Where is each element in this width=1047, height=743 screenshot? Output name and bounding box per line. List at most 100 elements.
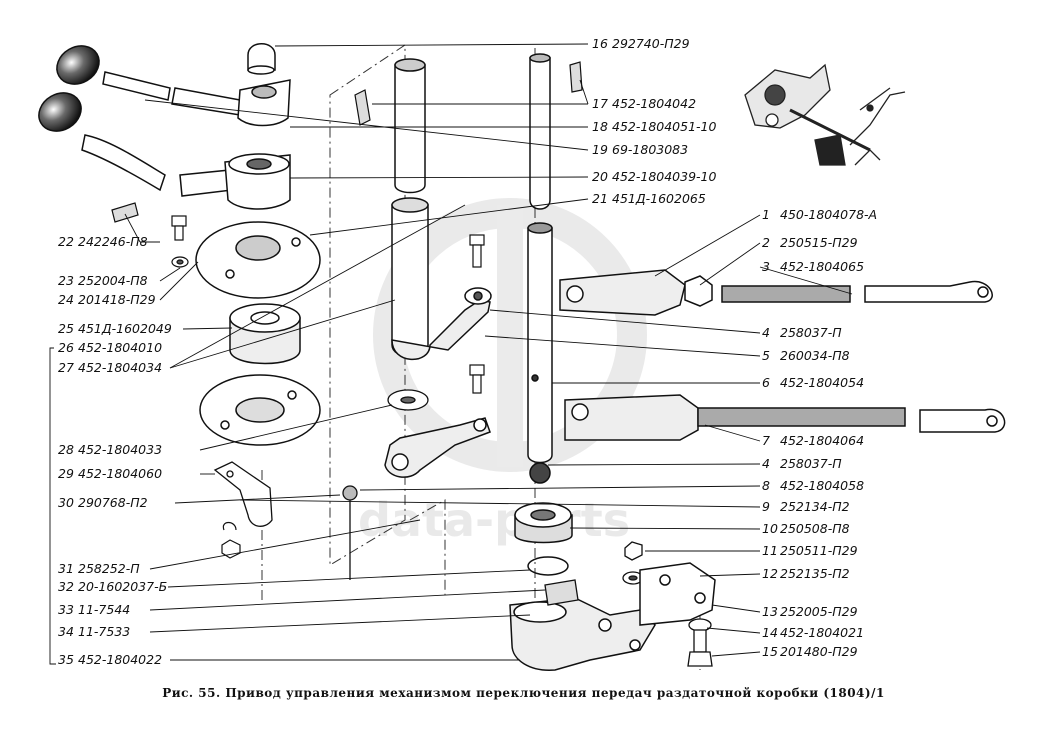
callout-num: 34 bbox=[58, 624, 74, 639]
clevis-6 bbox=[564, 394, 699, 441]
bracket-35 bbox=[509, 597, 656, 671]
callout-num: 27 bbox=[58, 360, 74, 375]
callout-num: 4 bbox=[762, 325, 770, 340]
nut-2 bbox=[684, 275, 713, 307]
callout-code: 290768-П2 bbox=[78, 495, 148, 510]
callout-num: 10 bbox=[762, 521, 778, 536]
callout-num: 17 bbox=[592, 96, 608, 111]
bracket-29 bbox=[213, 461, 273, 527]
lever-27 bbox=[384, 417, 491, 478]
bolt-4-lower bbox=[469, 364, 485, 394]
callout-num: 6 bbox=[762, 375, 770, 390]
callout-code: 452-1804054 bbox=[780, 375, 864, 390]
nut-11 bbox=[624, 541, 643, 561]
callout-num: 30 bbox=[58, 495, 74, 510]
callout-num: 11 bbox=[762, 543, 778, 558]
rod-3 bbox=[721, 280, 993, 303]
callout-num: 25 bbox=[58, 321, 74, 336]
shift-knob-upper bbox=[56, 45, 171, 101]
callout-code: 11-7533 bbox=[78, 624, 130, 639]
callout-code: 451Д-1602049 bbox=[78, 321, 172, 336]
left-callouts: 22 242246-П8 23 252004-П8 24 201418-П29 … bbox=[58, 234, 172, 667]
callout-code: 242246-П8 bbox=[78, 234, 148, 249]
key-17-right bbox=[569, 61, 583, 93]
leader-lines bbox=[49, 43, 853, 665]
right-callouts: 16 292740-П29 17 452-1804042 18 452-1804… bbox=[592, 36, 877, 659]
callout-num: 4 bbox=[762, 456, 770, 471]
assembly-overview-sketch bbox=[744, 63, 906, 166]
callout-code: 452-1804065 bbox=[780, 259, 864, 274]
callout-code: 452-1804034 bbox=[78, 360, 162, 375]
callout-num: 22 bbox=[58, 234, 74, 249]
callout-num: 5 bbox=[762, 348, 770, 363]
clevis-1 bbox=[559, 269, 686, 316]
callout-num: 1 bbox=[762, 207, 770, 222]
callout-code: 258037-П bbox=[780, 325, 842, 340]
callout-code: 252135-П2 bbox=[780, 566, 850, 581]
callout-num: 18 bbox=[592, 119, 608, 134]
set-screw-22 bbox=[111, 202, 139, 223]
callout-num: 13 bbox=[762, 604, 778, 619]
callout-num: 8 bbox=[762, 478, 770, 493]
callout-code: 252004-П8 bbox=[78, 273, 148, 288]
lever-upper bbox=[171, 79, 291, 127]
callout-num: 21 bbox=[592, 191, 608, 206]
clip-and-nut-small bbox=[221, 521, 241, 559]
callout-code: 258037-П bbox=[780, 456, 842, 471]
washer-23 bbox=[171, 256, 189, 268]
callout-code: 252005-П29 bbox=[780, 604, 858, 619]
shaft-lower bbox=[527, 222, 553, 484]
flange-plate-lower bbox=[199, 374, 321, 446]
bolt-24 bbox=[171, 215, 187, 241]
callout-code: 252134-П2 bbox=[780, 499, 850, 514]
tube-lever-assembly bbox=[391, 197, 492, 361]
callout-code: 201418-П29 bbox=[78, 292, 156, 307]
callout-code: 452-1804010 bbox=[78, 340, 162, 355]
callout-num: 9 bbox=[762, 499, 770, 514]
callout-num: 14 bbox=[762, 625, 778, 640]
callout-num: 28 bbox=[58, 442, 74, 457]
callout-num: 24 bbox=[58, 292, 74, 307]
callout-num: 23 bbox=[58, 273, 74, 288]
callout-num: 20 bbox=[592, 169, 608, 184]
callout-code: 250508-П8 bbox=[780, 521, 850, 536]
flange-plate-upper bbox=[195, 221, 321, 299]
callout-num: 2 bbox=[762, 235, 770, 250]
callout-num: 7 bbox=[762, 433, 770, 448]
callout-num: 12 bbox=[762, 566, 778, 581]
callout-num: 29 bbox=[58, 466, 74, 481]
callout-code: 452-1804064 bbox=[780, 433, 864, 448]
callout-code: 452-1804033 bbox=[78, 442, 162, 457]
watermark-text: data-parts bbox=[358, 493, 630, 547]
callout-code: 452-1804042 bbox=[612, 96, 696, 111]
sleeve-33-34 bbox=[544, 579, 579, 606]
tube-20 bbox=[394, 58, 426, 194]
callout-num: 35 bbox=[58, 652, 74, 667]
snap-ring-32 bbox=[527, 556, 569, 576]
callout-num: 26 bbox=[58, 340, 74, 355]
callout-num: 3 bbox=[762, 259, 770, 274]
shift-knob-lower bbox=[38, 92, 166, 192]
shaft-upper bbox=[529, 53, 551, 210]
callout-code: 20-1602037-Б bbox=[78, 579, 167, 594]
bolt-13-15 bbox=[687, 618, 713, 667]
callout-code: 11-7544 bbox=[78, 602, 130, 617]
callout-code: 69-1803083 bbox=[612, 142, 688, 157]
callout-num: 31 bbox=[58, 561, 74, 576]
callout-code: 451Д-1602065 bbox=[612, 191, 706, 206]
callout-code: 292740-П29 bbox=[612, 36, 690, 51]
key-17-left bbox=[354, 89, 371, 126]
callout-code: 452-1804060 bbox=[78, 466, 162, 481]
callout-code: 201480-П29 bbox=[780, 644, 858, 659]
plate-12 bbox=[639, 562, 716, 626]
nut-10 bbox=[514, 502, 573, 544]
callout-num: 16 bbox=[592, 36, 608, 51]
pin-30 bbox=[342, 485, 358, 580]
callout-code: 452-1804021 bbox=[780, 625, 864, 640]
callout-code: 258252-П bbox=[78, 561, 140, 576]
callout-code: 452-1804051-10 bbox=[612, 119, 717, 134]
figure-caption: Рис. 55. Привод управления механизмом пе… bbox=[162, 686, 885, 700]
bolt-4-upper bbox=[469, 234, 485, 268]
